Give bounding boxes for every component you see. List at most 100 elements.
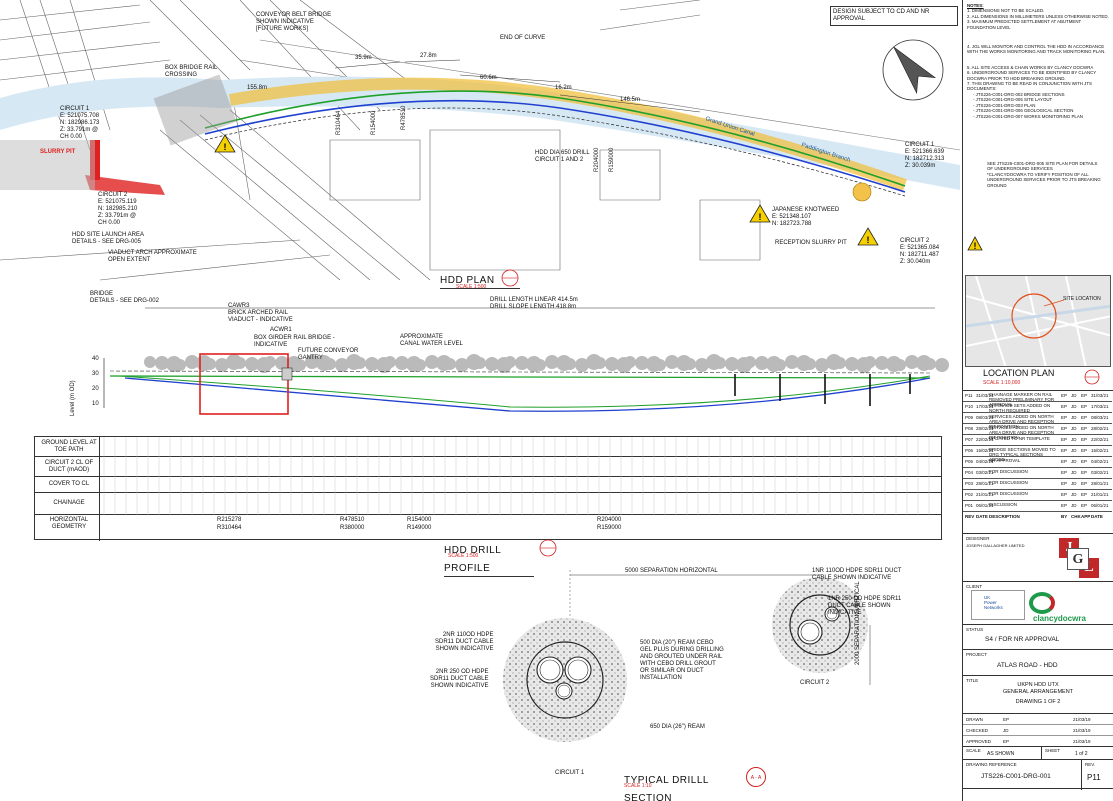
revision-cell: 21/01/21	[1091, 492, 1109, 497]
tree-icon	[174, 359, 186, 371]
revision-cell: EP	[1061, 437, 1068, 442]
tree-icon	[665, 355, 679, 369]
reception-pit-label: RECEPTION SLURRY PIT	[775, 240, 847, 246]
centreline	[204, 107, 906, 197]
revision-cell: P06	[965, 448, 974, 453]
section-marker-icon	[1084, 369, 1100, 385]
section-marker-icon	[539, 539, 557, 557]
tree-icon	[504, 356, 516, 368]
table-row-label: GROUND LEVEL AT TOE PATH	[41, 440, 97, 453]
tree-icon	[515, 356, 529, 370]
clancy-logo-icon	[1029, 592, 1055, 614]
revision-cell: 15/02/21	[976, 448, 994, 453]
svg-text:!: !	[974, 241, 977, 251]
revision-cell: JD	[1071, 437, 1077, 442]
project-value: ATLAS ROAD - HDD	[997, 662, 1058, 669]
revision-cell: P01	[965, 503, 974, 508]
signoff-cell: APPROVED	[966, 739, 992, 744]
geometry-label: R478510	[340, 517, 365, 523]
tree-icon	[875, 356, 889, 370]
revision-cell: JD	[1071, 481, 1077, 486]
tree-icon	[905, 355, 919, 369]
tree-icon	[774, 359, 786, 371]
signoff-cell: DRAWN	[966, 717, 983, 722]
tree-icon	[275, 356, 289, 370]
north-arrow-icon	[882, 39, 944, 101]
revision-cell: DISCUSSION	[989, 502, 1018, 507]
tree-icon	[815, 358, 829, 372]
revision-header-cell: BY	[1061, 514, 1068, 519]
revision-cell: 17/03/21	[1091, 404, 1109, 409]
revision-cell: P02	[965, 492, 974, 497]
revision-cell: P04	[965, 470, 974, 475]
tree-icon	[935, 358, 949, 372]
revision-cell: EP	[1081, 448, 1088, 453]
revision-cell: FOR DISCUSSION	[989, 480, 1028, 485]
tree-icon	[305, 355, 319, 369]
warning-icon: !	[967, 236, 983, 251]
tree-icon	[155, 356, 169, 370]
tree-icon	[335, 358, 349, 372]
launch-area-red	[85, 175, 165, 195]
revision-cell: JD	[1071, 448, 1077, 453]
warning-icon: !	[857, 227, 879, 246]
tree-icon	[185, 355, 199, 369]
revision-cell: EP	[1061, 426, 1068, 431]
profile-acwr-label: ACWR1	[270, 327, 292, 333]
circuit1-section	[503, 618, 627, 742]
revision-cell: 22/02/21	[1091, 437, 1109, 442]
tree-icon	[485, 357, 499, 371]
revision-cell: EP	[1081, 503, 1088, 508]
location-plan-title: LOCATION PLAN	[983, 368, 1055, 378]
geometry-label: R149000	[407, 525, 432, 531]
dim-label: 35.9m	[355, 55, 372, 61]
dim-label: 60.6m	[480, 75, 497, 81]
axis-tick: 40	[92, 356, 99, 362]
revision-cell: FOR DISCUSSION	[989, 491, 1028, 496]
circuit2-section-label: CIRCUIT 2	[800, 680, 830, 686]
revision-cell: EP	[1081, 470, 1088, 475]
revision-cell: SERVICES ADDED ON NORTH AREA DRIVE AND R…	[989, 425, 1055, 440]
notes-block: NOTES: 1. DIMENSIONS NOT TO BE SCALED. 2…	[967, 3, 1109, 188]
tree-icon	[264, 356, 276, 368]
dim-label: 146.5m	[620, 97, 641, 103]
location-plan-map	[965, 275, 1111, 367]
revision-cell: JD	[1071, 426, 1077, 431]
drill-slope-label: DRILL SLOPE LENGTH 418.8m	[490, 304, 577, 310]
title-block-panel: NOTES: 1. DIMENSIONS NOT TO BE SCALED. 2…	[962, 0, 1113, 801]
revision-cell: 21/01/21	[976, 492, 994, 497]
tree-icon	[684, 358, 696, 370]
tree-icon	[455, 358, 469, 372]
profile-box-girder-label: BOX GIRDER RAIL BRIDGE -INDICATIVE	[254, 335, 335, 348]
tree-icon	[785, 355, 799, 369]
section-marker-icon	[501, 269, 519, 287]
revision-cell: P07	[965, 437, 974, 442]
profile-title: HDD DRILL PROFILE	[444, 540, 534, 577]
tree-icon	[755, 356, 769, 370]
tree-icon	[354, 357, 366, 369]
revision-header-cell: DATE	[976, 514, 988, 519]
revision-cell: EP	[1061, 448, 1068, 453]
site-location-label: SITE LOCATION	[1063, 296, 1101, 302]
tree-icon	[444, 358, 456, 370]
signoff-cell: EP	[1003, 717, 1010, 722]
tree-icon	[714, 357, 726, 369]
revision-cell: 04/02/21	[1091, 459, 1109, 464]
revision-cell: EP	[1061, 470, 1068, 475]
revision-cell: BRIDGE SECTIONS MOVED TO DRG TYPICAL SEC…	[989, 447, 1056, 462]
revision-cell: SERVICES ADDED ON NORTH AREA DRIVE AND R…	[989, 414, 1055, 429]
tree-icon	[624, 356, 636, 368]
